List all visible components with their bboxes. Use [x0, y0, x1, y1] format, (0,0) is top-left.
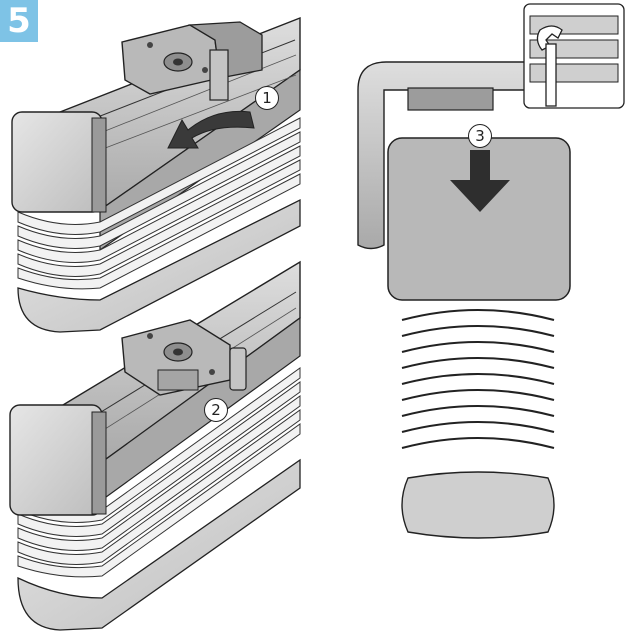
pleated-fabric-top — [17, 117, 301, 290]
side-view-assembly — [357, 3, 625, 539]
callout-2: 2 — [204, 398, 228, 422]
end-cap-top — [11, 111, 103, 213]
blind-bottom-assembly — [9, 260, 301, 631]
callout-1: 1 — [255, 86, 279, 110]
bottomrail-bottom — [17, 458, 301, 631]
end-cap-bottom — [9, 404, 103, 516]
blind-top-assembly — [11, 16, 301, 333]
bottomrail-top — [17, 198, 301, 333]
callout-3: 3 — [468, 124, 492, 148]
pleated-fabric-side — [401, 309, 555, 449]
step-number: 5 — [7, 1, 31, 41]
step-badge: 5 — [0, 0, 38, 42]
mounting-bracket-bottom — [121, 319, 247, 396]
wrench-icon — [536, 25, 563, 107]
curved-arrow-icon — [167, 110, 255, 149]
clip-piece — [407, 87, 494, 111]
down-arrow-icon — [450, 150, 510, 212]
bottomrail-side — [401, 471, 555, 539]
mounting-bracket-top — [121, 21, 263, 101]
